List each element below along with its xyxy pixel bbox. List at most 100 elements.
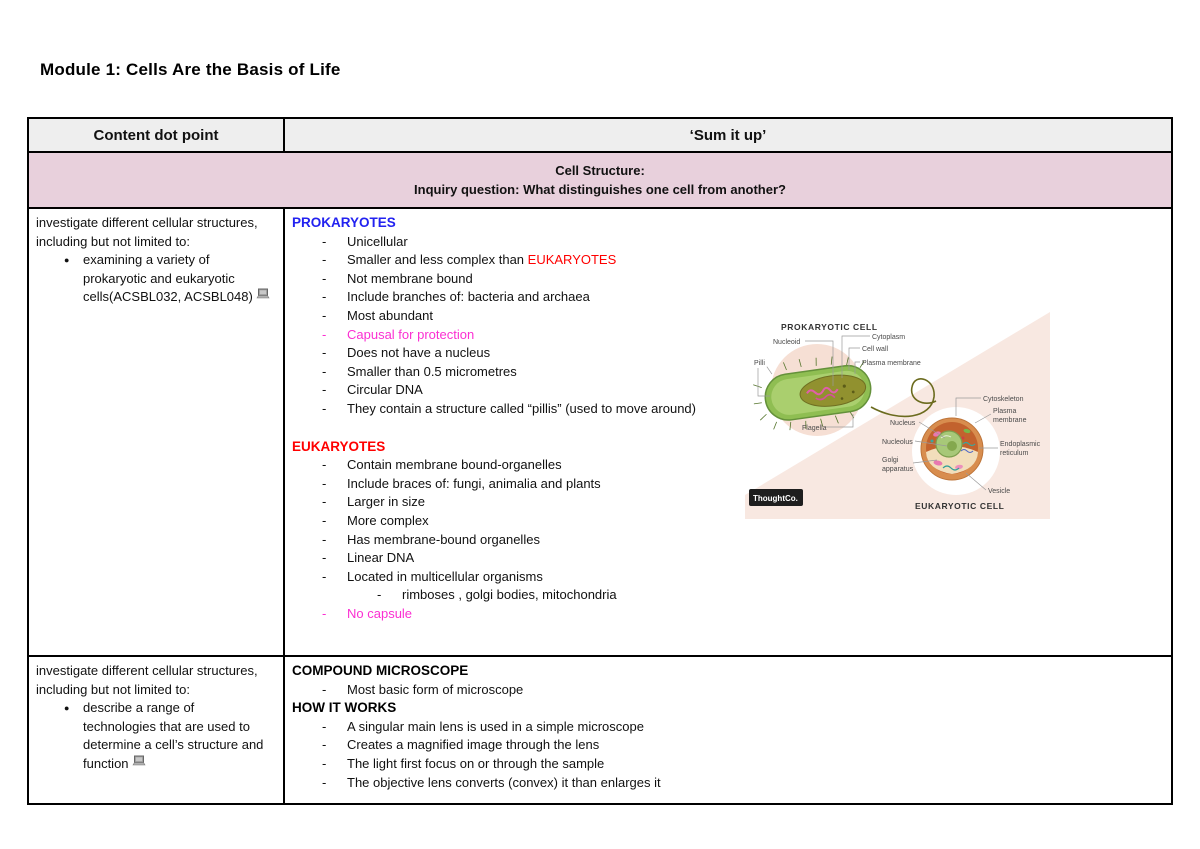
- dash-bullet: -: [322, 550, 327, 566]
- sum-item: -Most basic form of microscope: [292, 681, 1164, 700]
- golgi-apparatus-label-line2: apparatus: [882, 466, 914, 473]
- dash-bullet: -: [322, 681, 327, 697]
- sum-item-text: Smaller and less complex than EUKARYOTES: [347, 252, 617, 268]
- sum-item: - They contain a structure called “pillis…: [292, 400, 1164, 419]
- dash-bullet: -: [322, 382, 327, 398]
- eukaryote-cell-art: [920, 417, 984, 481]
- dash-bullet: -: [322, 605, 327, 621]
- prokaryotic-cell-title: PROKARYOTIC CELL: [781, 322, 878, 332]
- dash-bullet: -: [322, 233, 327, 249]
- content-dot-point-cell: investigate different cellular structure…: [29, 657, 285, 803]
- sum-item: - Does not have a nucleus: [292, 344, 1164, 363]
- sum-item: - No capsule: [292, 605, 1164, 624]
- dash-bullet: -: [322, 345, 327, 361]
- section-banner: Cell Structure: Inquiry question: What d…: [29, 153, 1171, 209]
- nucleolus-label: Nucleolus: [882, 439, 913, 446]
- bullet-indent: [64, 755, 83, 774]
- bullet-indent: [64, 288, 83, 307]
- laptop-icon: [256, 288, 270, 299]
- sum-item: -Creates a magnified image through the l…: [292, 736, 1164, 755]
- vesicle-label: Vesicle: [988, 488, 1010, 495]
- prokaryote-cell-art: [753, 356, 872, 431]
- nucleus-label: Nucleus: [890, 420, 916, 427]
- dash-bullet: -: [322, 494, 327, 510]
- nucleoid-label: Nucleoid: [773, 339, 800, 346]
- dot-point-item-text: describe a range of: [83, 700, 195, 716]
- sum-item-text: The light first focus on or through the …: [347, 755, 605, 771]
- golgi-apparatus-label-line1: Golgi: [882, 457, 899, 464]
- pilli-label: Pilli: [754, 360, 765, 367]
- bullet-dot: ●: [64, 255, 70, 266]
- sum-item-text: Creates a magnified image through the le…: [347, 737, 600, 753]
- sum-item-text: Include braces of: fungi, animalia and p…: [347, 475, 601, 491]
- bullet-indent: [64, 270, 83, 289]
- section-heading: PROKARYOTES: [292, 215, 396, 230]
- sum-item-text: More complex: [347, 512, 429, 528]
- dash-bullet: -: [322, 512, 327, 528]
- dash-bullet: -: [322, 457, 327, 473]
- sum-item: - Capusal for protection: [292, 326, 1164, 345]
- dot-point-intro-line: investigate different cellular structure…: [36, 663, 258, 678]
- dash-bullet: -: [322, 475, 327, 491]
- sum-item-text: Circular DNA: [347, 382, 423, 398]
- content-dot-point-cell: investigate different cellular structure…: [29, 209, 285, 655]
- sum-item: - Not membrane bound: [292, 270, 1164, 289]
- sum-item-text: Does not have a nucleus: [347, 345, 491, 361]
- page-title: Module 1: Cells Are the Basis of Life: [40, 60, 341, 79]
- sum-item-text: Capusal for protection: [347, 326, 475, 342]
- sum-item-text: They contain a structure called “pillis”…: [347, 400, 696, 416]
- dot-point-intro-line: investigate different cellular structure…: [36, 215, 258, 230]
- dot-point-item-text: cells(ACSBL032, ACSBL048): [83, 289, 253, 305]
- laptop-icon: [132, 755, 146, 766]
- sum-item: - Circular DNA: [292, 381, 1164, 400]
- sum-item-text: No capsule: [347, 605, 413, 621]
- endoplasmic-reticulum-label-line2: reticulum: [1000, 450, 1029, 457]
- cytoskeleton-label: Cytoskeleton: [983, 396, 1024, 403]
- table-row: investigate different cellular structure…: [29, 657, 1171, 803]
- section-heading: EUKARYOTES: [292, 438, 386, 454]
- plasma-membrane-label: Plasma membrane: [862, 360, 921, 367]
- dot-point-item-text: determine a cell’s structure and: [83, 737, 264, 753]
- sum-item: - The objective lens converts (convex) it…: [292, 774, 1164, 793]
- sum-item: -Smaller than 0.5 micrometres: [292, 363, 1164, 382]
- flagella-label: Flagella: [802, 425, 827, 432]
- section-heading: HOW IT WORKS: [292, 700, 397, 716]
- dash-bullet: -: [322, 270, 327, 286]
- banner-inquiry-question: Inquiry question: What distinguishes one…: [414, 182, 786, 197]
- sum-item: -A singular main lens is used in a simpl…: [292, 718, 1164, 737]
- dash-bullet: -: [377, 587, 382, 603]
- dot-point-intro-line: including but not limited to:: [36, 681, 190, 697]
- header-content-dot-point: Content dot point: [29, 119, 285, 151]
- sum-item-text: Unicellular: [347, 233, 408, 249]
- sum-item-text: The objective lens converts (convex) it …: [347, 774, 661, 790]
- sum-item: - More complex: [292, 512, 1164, 531]
- table-header-row: Content dot point ‘Sum it up’: [29, 119, 1171, 153]
- sum-item: -Linear DNA: [292, 549, 1164, 568]
- dash-bullet: -: [322, 326, 327, 342]
- dash-bullet: -: [322, 307, 327, 323]
- sum-item: - Include braces of: fungi, animalia and …: [292, 475, 1164, 494]
- dot-point-intro-line: including but not limited to:: [36, 233, 190, 249]
- header-sum-it-up: ‘Sum it up’: [689, 126, 767, 144]
- sum-it-up-cell: COMPOUND MICROSCOPE-Most basic form of m…: [285, 657, 1171, 803]
- dot-point-item-text: prokaryotic and eukaryotic: [83, 270, 235, 286]
- cell-wall-label: Cell wall: [862, 346, 889, 353]
- sum-item-text: rimboses , golgi bodies, mitochondria: [402, 587, 617, 603]
- dot-point-item-text: technologies that are used to: [83, 718, 250, 734]
- dash-bullet: -: [322, 400, 327, 416]
- dash-bullet: -: [322, 289, 327, 305]
- sum-it-up-cell: PROKARYOTES - Unicellular - Smaller and less…: [285, 209, 1171, 655]
- dash-bullet: -: [322, 774, 327, 790]
- dot-point-item-text: function: [83, 755, 129, 771]
- table-row: investigate different cellular structure…: [29, 209, 1171, 657]
- sum-item-text: Not membrane bound: [347, 270, 473, 286]
- bullet-indent: [64, 736, 83, 755]
- dash-bullet: -: [322, 755, 327, 771]
- dot-point-item-line: ●examining a variety of: [36, 251, 276, 270]
- sum-it-up-text: COMPOUND MICROSCOPE-Most basic form of m…: [292, 662, 1164, 792]
- sum-item: - rimboses , golgi bodies, mitochondria: [292, 586, 1164, 605]
- sum-item-text: Include branches of: bacteria and archae…: [347, 289, 590, 305]
- plasma-membrane-label-line2: membrane: [993, 417, 1027, 424]
- cell-diagram-image: PROKARYOTIC CELL Cytoplasm Nucleoid Cell…: [745, 310, 1053, 519]
- sum-item-text: A singular main lens is used in a simple…: [347, 718, 644, 734]
